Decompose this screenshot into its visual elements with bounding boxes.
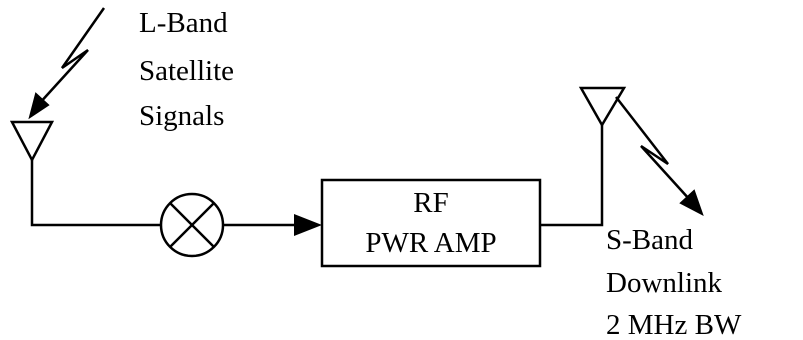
input-wire bbox=[30, 160, 161, 227]
input-label-line3: Signals bbox=[139, 100, 224, 132]
outgoing-signal-arrowhead bbox=[679, 189, 704, 217]
output-label-line3: 2 MHz BW bbox=[606, 309, 742, 340]
amplifier-label-line2: PWR AMP bbox=[365, 227, 496, 259]
receive-antenna-icon bbox=[9, 120, 55, 163]
outgoing-signal-arrow bbox=[615, 96, 691, 201]
input-label-line2: Satellite bbox=[139, 55, 234, 87]
amplifier-label-line1: RF bbox=[413, 187, 448, 219]
output-label-line1: S-Band bbox=[606, 224, 694, 256]
mixer-icon bbox=[159, 192, 225, 258]
rf-power-amplifier-box bbox=[320, 178, 542, 268]
input-label-line1: L-Band bbox=[139, 7, 228, 39]
output-wire bbox=[540, 125, 604, 227]
mixer-to-amp-arrowhead bbox=[294, 214, 322, 236]
incoming-signal-arrow bbox=[37, 7, 106, 106]
transmit-antenna-icon bbox=[578, 86, 627, 128]
incoming-signal-arrowhead bbox=[28, 92, 50, 120]
output-label-line2: Downlink bbox=[606, 267, 723, 299]
